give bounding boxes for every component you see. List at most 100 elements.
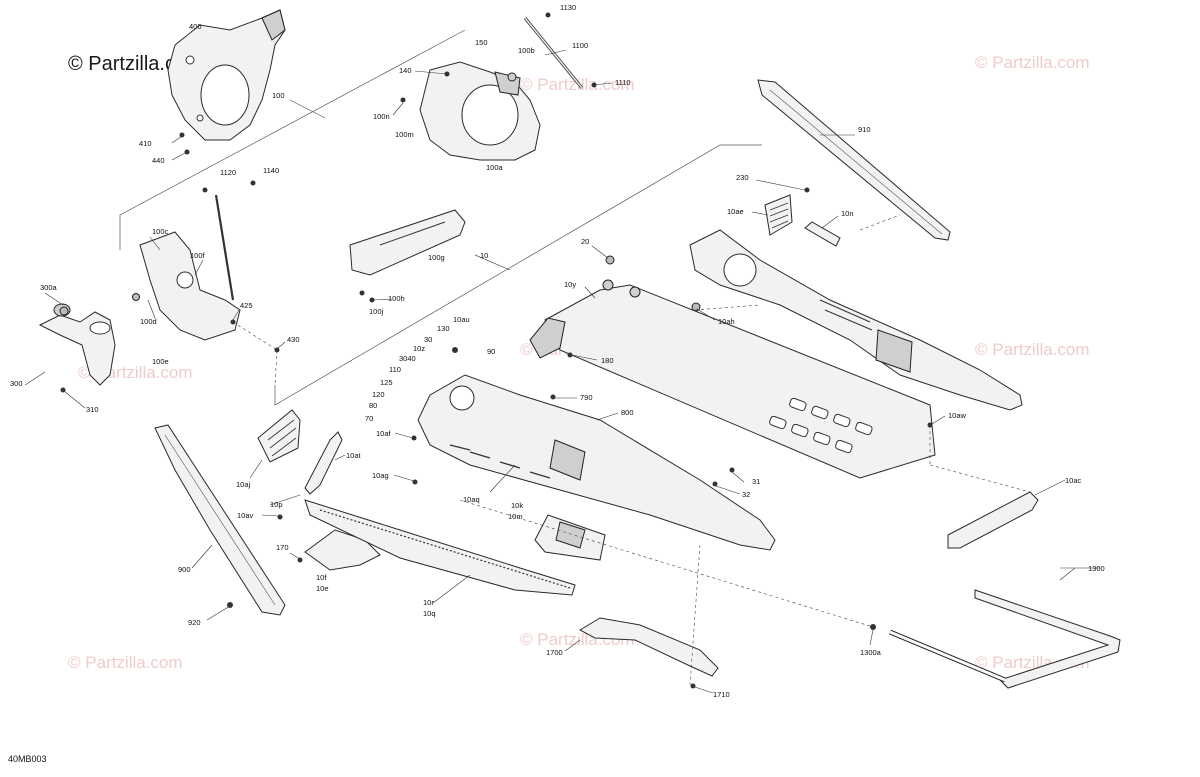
part-10ae-grille[interactable] xyxy=(764,194,793,236)
callout-1110: 1110 xyxy=(615,78,631,87)
callout-10f: 10f xyxy=(316,573,327,582)
callout-30: 30 xyxy=(424,335,432,344)
callout-100g: 100g xyxy=(428,253,445,262)
group-10-bracket xyxy=(274,144,762,406)
part-1300-bumper[interactable] xyxy=(889,589,1121,689)
callout-10av: 10av xyxy=(237,511,254,520)
watermark: © Partzilla.com xyxy=(975,340,1090,359)
callout-leaders xyxy=(24,49,1100,694)
callout-100e: 100e xyxy=(152,357,169,366)
callout-10k: 10k xyxy=(511,501,523,510)
callout-900: 900 xyxy=(178,565,191,574)
part-100a-bulkhead[interactable] xyxy=(419,61,541,161)
callout-10e: 10e xyxy=(316,584,329,593)
callout-10y: 10y xyxy=(564,280,576,289)
part-900-rail[interactable] xyxy=(154,424,286,616)
callout-1120: 1120 xyxy=(220,168,236,177)
callout-1300a: 1300a xyxy=(860,648,882,657)
callout-800: 800 xyxy=(621,408,634,417)
callout-1700: 1700 xyxy=(546,648,563,657)
callout-10aj: 10aj xyxy=(236,480,251,489)
callout-100f: 100f xyxy=(190,251,206,260)
callout-10ae: 10ae xyxy=(727,207,744,216)
callout-1140: 1140 xyxy=(263,166,279,175)
drawing-code: 40MB003 xyxy=(8,754,47,764)
part-400-bulkhead[interactable] xyxy=(167,9,286,141)
callout-140: 140 xyxy=(399,66,412,75)
part-10k-plate[interactable] xyxy=(534,514,606,561)
callout-10q: 10q xyxy=(423,609,436,618)
callout-10ac: 10ac xyxy=(1065,476,1082,485)
callout-400: 400 xyxy=(189,22,202,31)
callout-10ah: 10ah xyxy=(718,317,735,326)
callout-10n: 10n xyxy=(841,209,854,218)
part-10n-bracket[interactable] xyxy=(804,221,841,247)
callout-10au: 10au xyxy=(453,315,470,324)
callout-32: 32 xyxy=(742,490,750,499)
callout-10at: 10at xyxy=(346,451,362,460)
part-10-right-side-panel[interactable] xyxy=(689,229,1023,411)
part-100c-side-bracket[interactable] xyxy=(139,194,241,341)
callout-10aq: 10aq xyxy=(463,495,480,504)
leader xyxy=(289,99,326,119)
part-10at-bracket[interactable] xyxy=(304,431,343,495)
callout-100b: 100b xyxy=(518,46,535,55)
callout-130: 130 xyxy=(437,324,450,333)
leader xyxy=(474,254,511,271)
callout-180: 180 xyxy=(601,356,614,365)
part-910-rail[interactable] xyxy=(757,79,951,241)
callout-425: 425 xyxy=(240,301,253,310)
part-10y-tunnel-floor[interactable] xyxy=(529,279,936,479)
watermark: © Partzilla.com xyxy=(68,653,183,672)
callout-1710: 1710 xyxy=(713,690,730,699)
callout-170: 170 xyxy=(276,543,289,552)
group-guides xyxy=(119,29,762,406)
callout-310: 310 xyxy=(86,405,99,414)
watermark: © Partzilla.com xyxy=(975,53,1090,72)
part-10-left-side-panel[interactable] xyxy=(417,374,776,551)
callout-10m: 10m xyxy=(508,512,523,521)
callout-1130: 1130 xyxy=(560,3,576,12)
callout-20: 20 xyxy=(581,237,589,246)
callout-790: 790 xyxy=(580,393,593,402)
callout-labels: 400 100 410 440 1130 150 100b 1100 140 1… xyxy=(10,3,1105,699)
callout-1300: 1300 xyxy=(1088,564,1105,573)
callout-300: 300 xyxy=(10,379,23,388)
callout-920: 920 xyxy=(188,618,201,627)
callout-10af: 10af xyxy=(376,429,392,438)
callout-300a: 300a xyxy=(40,283,58,292)
part-10r-running-board[interactable] xyxy=(304,499,576,596)
callout-150: 150 xyxy=(475,38,488,47)
callout-100n: 100n xyxy=(373,112,390,121)
part-100g-bracket[interactable] xyxy=(349,209,466,276)
callout-70: 70 xyxy=(365,414,373,423)
callout-10p: 10p xyxy=(270,500,283,509)
callout-80: 80 xyxy=(369,401,377,410)
callout-100c: 100c xyxy=(152,227,169,236)
callout-410: 410 xyxy=(139,139,152,148)
callout-430: 430 xyxy=(287,335,300,344)
callout-100m: 100m xyxy=(395,130,414,139)
callout-10ag: 10ag xyxy=(372,471,389,480)
callout-100a: 100a xyxy=(486,163,504,172)
callout-100: 100 xyxy=(272,91,285,100)
callout-100h: 100h xyxy=(388,294,405,303)
callout-125: 125 xyxy=(380,378,393,387)
callout-230: 230 xyxy=(736,173,749,182)
callout-1100: 1100 xyxy=(572,41,588,50)
callout-10z: 10z xyxy=(413,344,425,353)
part-10aj-grille[interactable] xyxy=(257,409,301,463)
callout-910: 910 xyxy=(858,125,871,134)
callout-31: 31 xyxy=(752,477,760,486)
callout-100j: 100j xyxy=(369,307,384,316)
callout-440: 440 xyxy=(152,156,165,165)
callout-120: 120 xyxy=(372,390,385,399)
assembly-dashed-lines xyxy=(232,214,1031,686)
callout-10: 10 xyxy=(480,251,488,260)
callout-3040: 3040 xyxy=(399,354,416,363)
part-10ac-bracket[interactable] xyxy=(947,491,1039,549)
part-1700-bracket[interactable] xyxy=(578,617,719,677)
callout-10aw: 10aw xyxy=(948,411,967,420)
callout-110: 110 xyxy=(389,365,401,374)
